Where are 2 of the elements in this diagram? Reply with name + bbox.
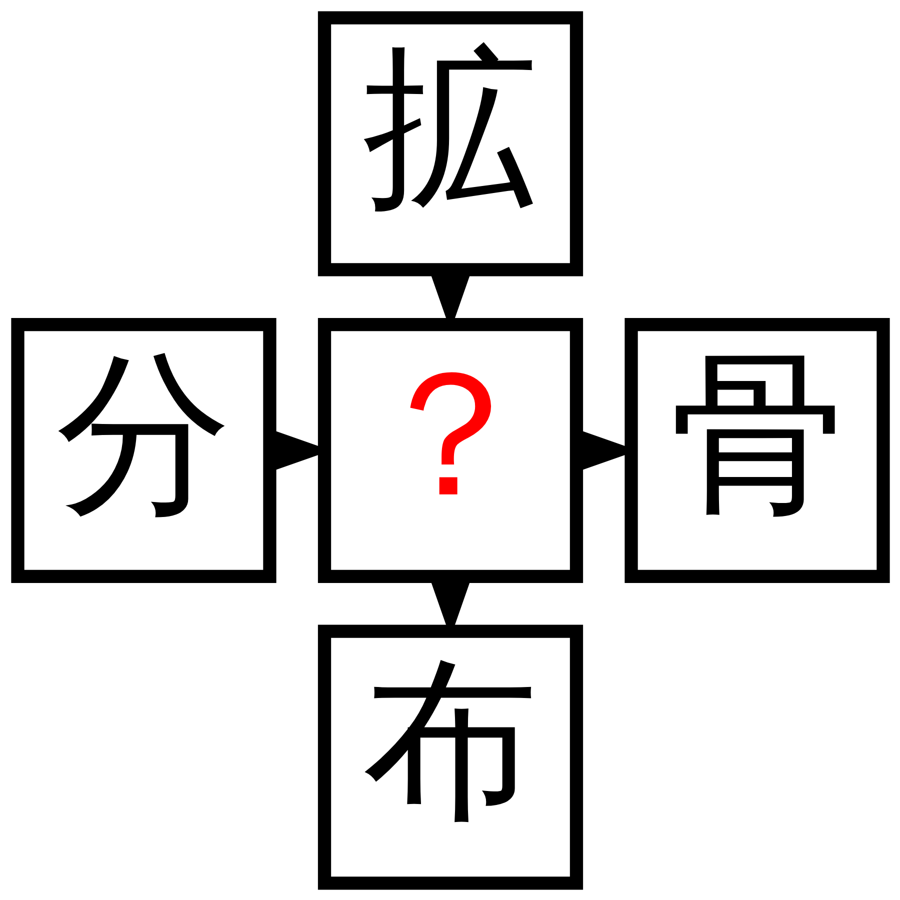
node-box: 布 xyxy=(317,624,583,890)
node-box: 骨 xyxy=(624,317,890,583)
